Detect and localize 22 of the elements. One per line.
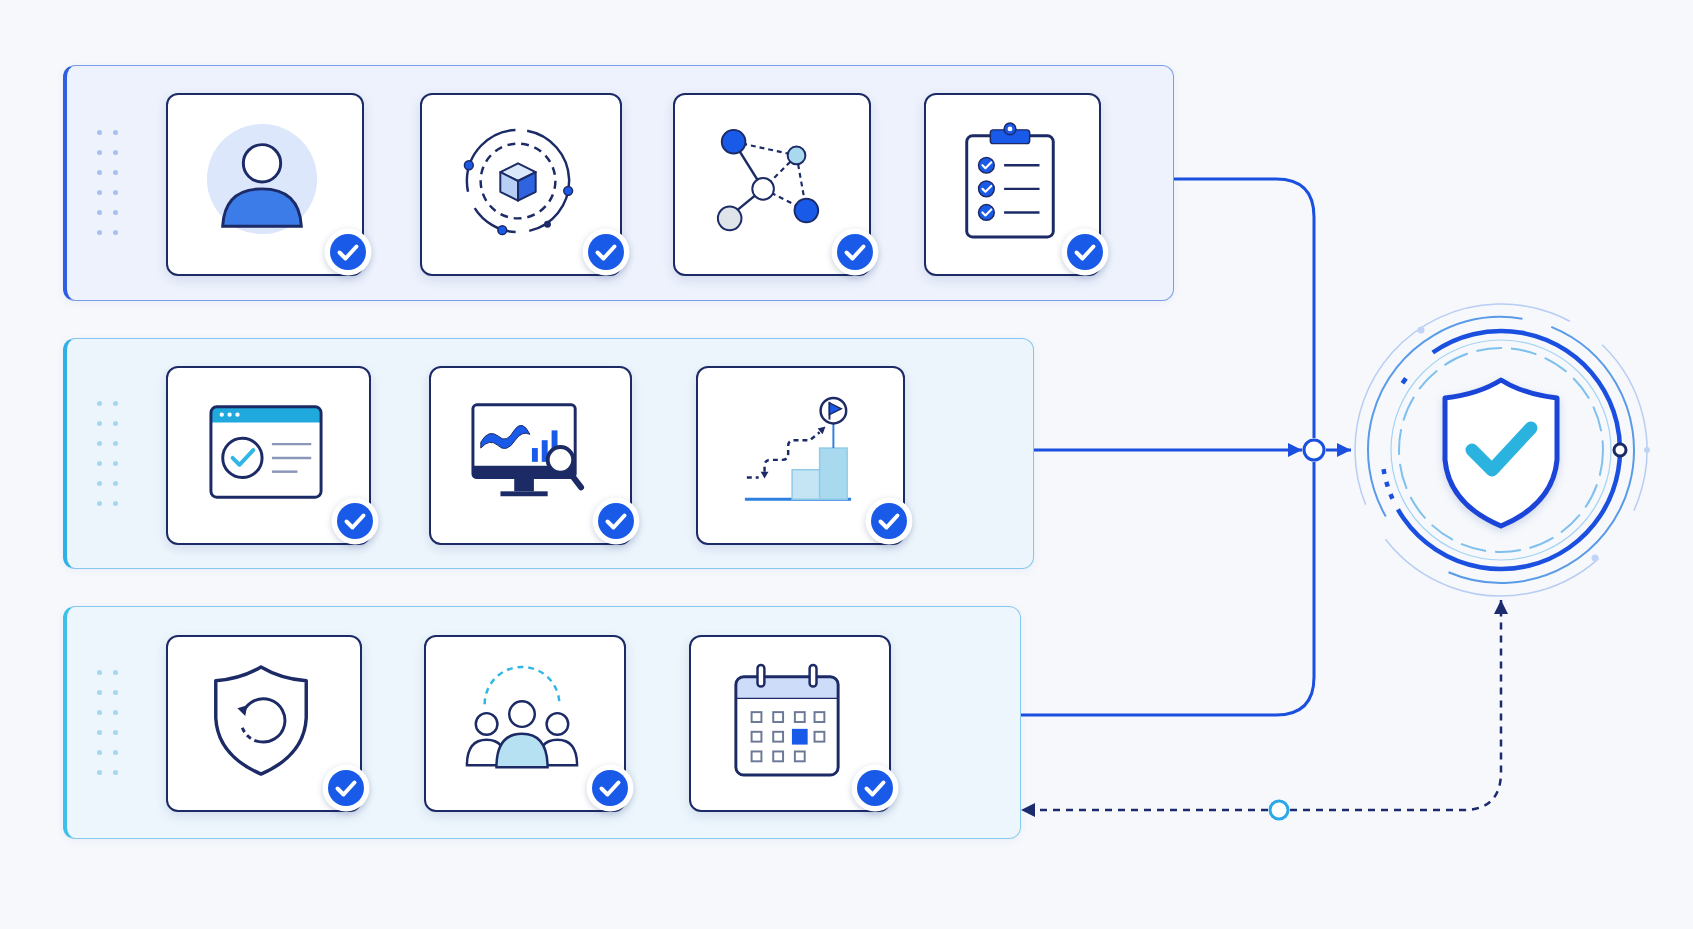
shield-card [166, 635, 362, 812]
dashed-arrow [1021, 803, 1268, 817]
group-panel [63, 65, 1174, 301]
arrow [1034, 443, 1302, 457]
user-card [166, 93, 364, 276]
junction-circle [1302, 438, 1326, 462]
security-shield-illustration [1351, 300, 1651, 600]
network-card [673, 93, 871, 276]
checklist-card [924, 93, 1101, 276]
browser-card [166, 366, 371, 545]
group-panel [63, 338, 1034, 569]
calendar-card [689, 635, 891, 812]
cube-orbit-card [420, 93, 622, 276]
connector-line [1021, 462, 1316, 717]
junction-circle [1268, 799, 1290, 821]
team-card [424, 635, 626, 812]
arrow [1326, 443, 1351, 457]
connector-line [1174, 177, 1316, 438]
monitor-card [429, 366, 632, 545]
stairs-card [696, 366, 905, 545]
dashed-arrow [1290, 600, 1508, 812]
group-panel [63, 606, 1021, 839]
